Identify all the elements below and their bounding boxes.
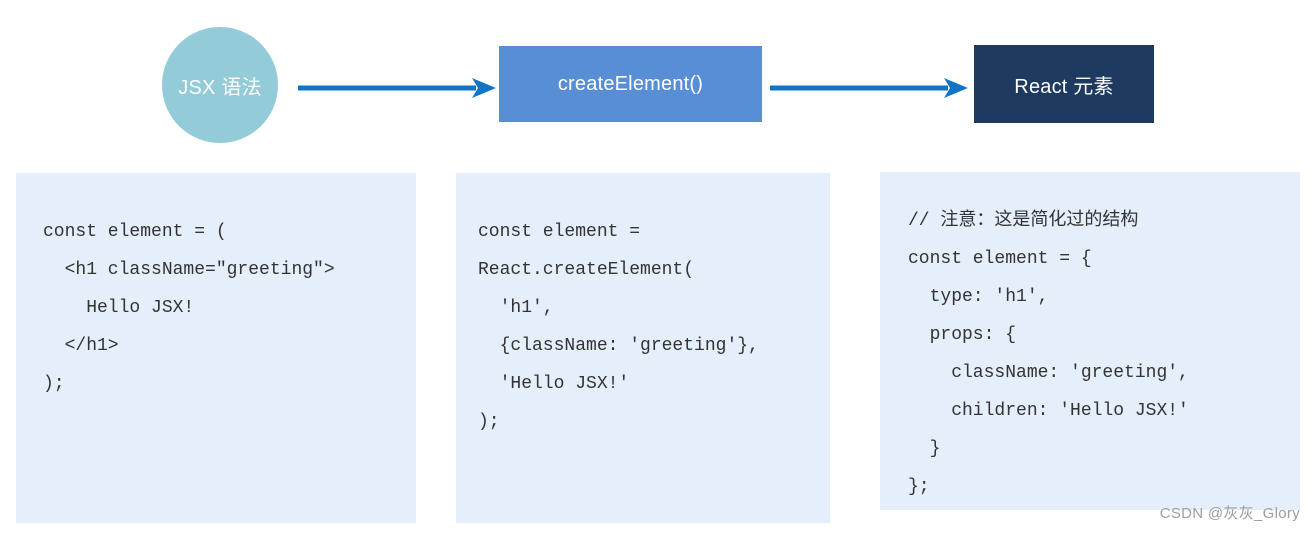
flow-node-jsx-syntax: JSX 语法 — [162, 27, 278, 143]
right-arrow-icon — [770, 78, 968, 98]
csdn-watermark: CSDN @灰灰_Glory — [1159, 505, 1300, 522]
code-panel-jsx-syntax: const element = ( <h1 className="greetin… — [16, 173, 416, 523]
code-panel-create-element: const element = React.createElement( 'h1… — [456, 173, 830, 523]
flow-node-jsx-syntax-label: JSX 语法 — [178, 76, 262, 99]
code-panel-react-element-object: // 注意：这是简化过的结构 const element = { type: '… — [880, 172, 1300, 510]
arrow-head — [944, 78, 968, 98]
flow-node-react-element-label: React 元素 — [1014, 75, 1114, 98]
flow-node-create-element-label: createElement() — [557, 72, 704, 95]
flow-node-react-element: React 元素 — [974, 45, 1154, 123]
arrow-head — [472, 78, 496, 98]
flow-node-create-element: createElement() — [499, 46, 762, 122]
right-arrow-icon — [298, 78, 496, 98]
